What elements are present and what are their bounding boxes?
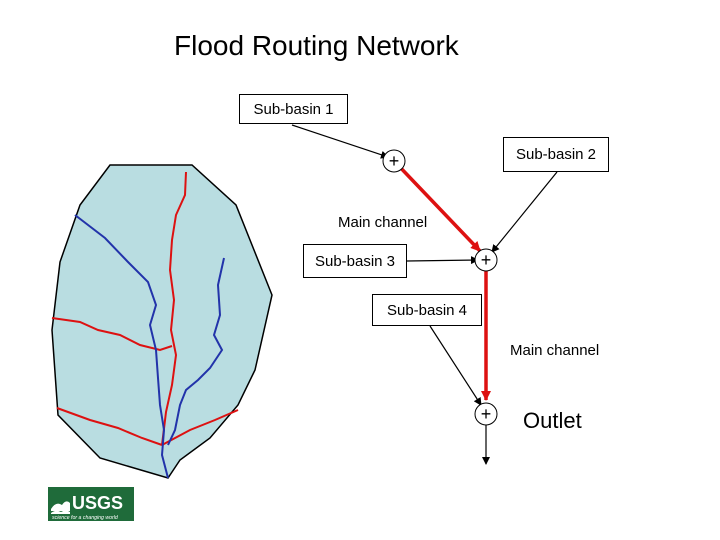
basin-outline: [51, 164, 273, 479]
link-sub-basin-3: [406, 256, 479, 265]
main-channel-upper-label: Main channel: [338, 214, 428, 231]
main-channel-lower-label: Main channel: [510, 342, 600, 359]
junction-3-symbol: +: [481, 404, 492, 424]
blue-stream: [167, 257, 225, 446]
blue-stream: [74, 214, 169, 479]
red-stream: [56, 407, 163, 446]
sub-basin-3-box: Sub-basin 3: [303, 244, 407, 278]
outlet-label: Outlet: [523, 408, 582, 433]
junction-2-symbol: +: [481, 250, 492, 270]
sub-basin-2-box: Sub-basin 2: [503, 137, 609, 172]
link-sub-basin-2: [491, 171, 558, 253]
page-title: Flood Routing Network: [174, 30, 459, 61]
main-channel-upper-arrow: [394, 161, 482, 253]
tributary-links: [291, 124, 558, 465]
svg-text:science for a changing world: science for a changing world: [52, 515, 119, 521]
link-sub-basin-4: [429, 325, 482, 406]
junction-3: [474, 402, 498, 426]
red-stream: [161, 171, 187, 446]
junction-1: [382, 149, 406, 173]
watershed-map: [51, 164, 273, 479]
red-stream: [161, 409, 239, 446]
sub-basin-1-box: Sub-basin 1: [239, 94, 348, 124]
junctions: + + +: [382, 149, 498, 426]
svg-text:USGS: USGS: [72, 493, 123, 513]
red-stream: [51, 317, 173, 352]
usgs-logo: USGS science for a changing world: [48, 487, 134, 521]
main-channel-path: [394, 161, 491, 401]
sub-basin-4-box: Sub-basin 4: [372, 294, 482, 326]
junction-2: [474, 248, 498, 272]
junction-1-symbol: +: [389, 151, 400, 171]
link-sub-basin-1: [291, 124, 389, 159]
